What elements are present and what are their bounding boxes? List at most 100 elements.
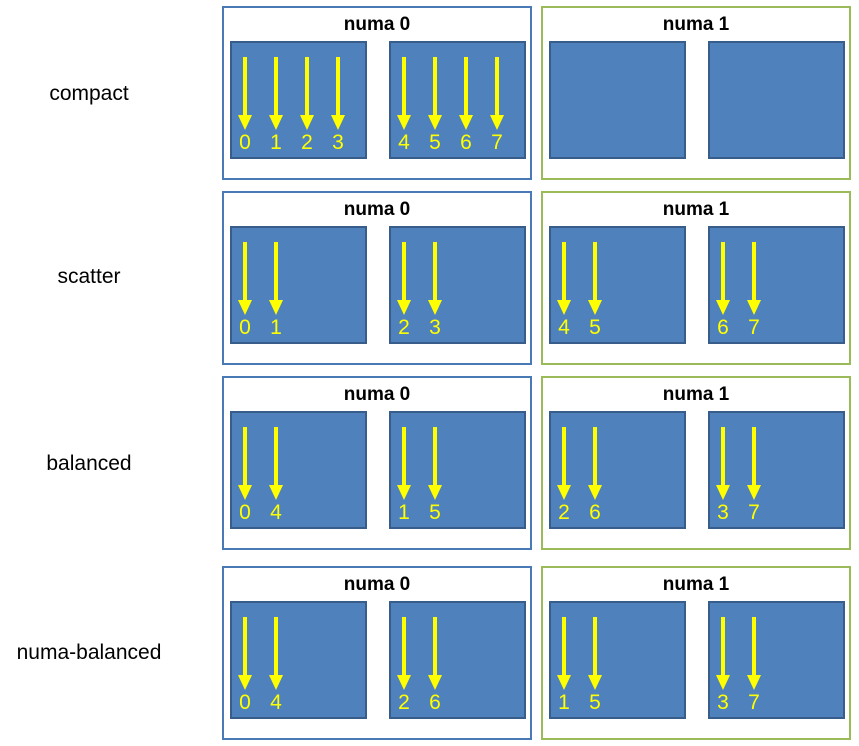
thread-arrow: [397, 242, 411, 315]
thread-arrow: [428, 427, 442, 500]
thread-arrow: [557, 427, 571, 500]
core-number: 4: [270, 501, 282, 524]
core-number: 1: [558, 691, 570, 714]
core-number: 6: [460, 131, 472, 154]
thread-arrow: [397, 617, 411, 690]
core-number: 0: [239, 131, 251, 154]
core-number: 3: [717, 501, 729, 524]
core-number: 4: [270, 691, 282, 714]
row-label-scatter: scatter: [57, 265, 121, 288]
thread-arrow: [557, 242, 571, 315]
core-number: 1: [270, 316, 282, 339]
thread-arrow: [490, 57, 504, 130]
core-number: 0: [239, 691, 251, 714]
thread-arrow: [428, 242, 442, 315]
thread-arrow: [238, 617, 252, 690]
thread-arrow: [588, 242, 602, 315]
thread-arrow: [557, 617, 571, 690]
core-number: 5: [429, 131, 441, 154]
numa-1-title: numa 1: [662, 14, 730, 35]
core-number: 2: [398, 691, 410, 714]
thread-arrow: [588, 427, 602, 500]
thread-arrow: [428, 57, 442, 130]
thread-arrow: [269, 242, 283, 315]
core-number: 3: [332, 131, 344, 154]
thread-arrow: [747, 427, 761, 500]
core-number: 1: [398, 501, 410, 524]
core-number: 2: [398, 316, 410, 339]
numa-1-box: numa 1: [541, 6, 851, 180]
thread-arrow: [397, 427, 411, 500]
numa-0-title: numa 0: [343, 574, 411, 595]
core-number: 5: [429, 501, 441, 524]
socket: [708, 41, 845, 159]
row-label-balanced: balanced: [46, 452, 132, 475]
thread-arrow: [716, 242, 730, 315]
thread-arrow: [747, 617, 761, 690]
row-label-numa-balanced: numa-balanced: [16, 641, 162, 664]
core-number: 6: [589, 501, 601, 524]
core-number: 7: [748, 501, 760, 524]
numa-0-title: numa 0: [343, 384, 411, 405]
thread-arrow: [238, 242, 252, 315]
core-number: 2: [301, 131, 313, 154]
core-number: 7: [748, 691, 760, 714]
numa-1-title: numa 1: [662, 384, 730, 405]
core-number: 6: [429, 691, 441, 714]
thread-arrow: [269, 617, 283, 690]
core-number: 3: [717, 691, 729, 714]
core-number: 7: [491, 131, 503, 154]
thread-arrow: [716, 617, 730, 690]
core-number: 7: [748, 316, 760, 339]
thread-arrow: [747, 242, 761, 315]
numa-1-title: numa 1: [662, 199, 730, 220]
thread-arrow: [300, 57, 314, 130]
thread-arrow: [238, 57, 252, 130]
thread-arrow: [588, 617, 602, 690]
thread-arrow: [269, 427, 283, 500]
core-number: 3: [429, 316, 441, 339]
core-number: 2: [558, 501, 570, 524]
numa-0-title: numa 0: [343, 199, 411, 220]
socket: [549, 41, 686, 159]
thread-arrow: [459, 57, 473, 130]
core-number: 0: [239, 316, 251, 339]
numa-0-title: numa 0: [343, 14, 411, 35]
numa-1-title: numa 1: [662, 574, 730, 595]
thread-arrow: [331, 57, 345, 130]
core-number: 5: [589, 691, 601, 714]
row-label-compact: compact: [49, 82, 129, 105]
thread-arrow: [269, 57, 283, 130]
thread-arrow: [428, 617, 442, 690]
core-number: 4: [398, 131, 410, 154]
thread-arrow: [716, 427, 730, 500]
core-number: 0: [239, 501, 251, 524]
core-number: 5: [589, 316, 601, 339]
core-number: 4: [558, 316, 570, 339]
core-number: 1: [270, 131, 282, 154]
thread-arrow: [397, 57, 411, 130]
core-number: 6: [717, 316, 729, 339]
thread-arrow: [238, 427, 252, 500]
